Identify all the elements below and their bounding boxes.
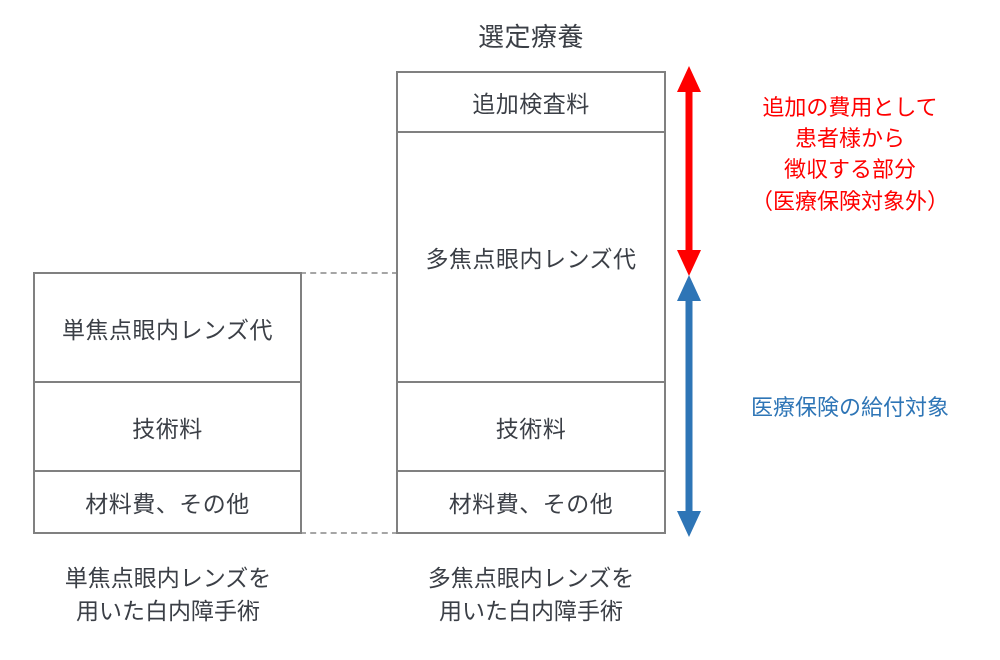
right-segment-multifocal-lens-fee: 多焦点眼内レンズ代 [398,133,664,381]
red-annotation-line-0: 追加の費用として [762,95,938,120]
red-annotation-line-3: （医療保険対象外） [750,188,949,214]
left-segment-monofocal-lens-fee: 単焦点眼内レンズ代 [35,274,300,381]
left-caption-line-1: 用いた白内障手術 [76,598,260,625]
dashed-connector-top [300,272,398,274]
dashed-connector-bottom [300,532,398,534]
right-segment-divider-2 [396,470,666,472]
left-segment-label-1: 技術料 [132,415,203,442]
left-segment-technical-fee: 技術料 [35,383,300,470]
red-annotation-text: 追加の費用として 患者様から 徴収する部分 （医療保険対象外） [718,92,982,217]
right-column-caption: 多焦点眼内レンズを 用いた白内障手術 [381,562,681,629]
right-segment-label-1: 多焦点眼内レンズ代 [425,246,637,272]
right-segment-label-2: 技術料 [495,415,567,442]
left-segment-label-0: 単焦点眼内レンズ代 [61,316,274,343]
left-segment-materials-other: 材料費、その他 [35,472,300,532]
red-range-arrow [677,66,701,276]
right-segment-materials-other: 材料費、その他 [398,472,664,532]
left-column-caption: 単焦点眼内レンズを 用いた白内障手術 [18,562,318,629]
right-segment-technical-fee: 技術料 [398,383,664,470]
left-segment-divider-1 [33,470,302,472]
right-caption-line-0: 多焦点眼内レンズを [427,565,635,591]
right-column-title: 選定療養 [477,22,584,52]
right-segment-divider-1 [396,381,666,383]
blue-range-arrow [677,275,701,537]
right-segment-label-3: 材料費、その他 [448,491,614,517]
red-annotation-line-1: 患者様から [794,126,905,152]
right-segment-additional-exam-fee: 追加検査料 [398,73,664,131]
left-segment-label-2: 材料費、その他 [85,491,250,517]
blue-annotation-text: 医療保険の給付対象 [718,392,982,423]
left-segment-divider-0 [33,381,302,383]
red-annotation-line-2: 徴収する部分 [783,157,916,183]
right-caption-line-1: 用いた白内障手術 [439,598,623,625]
blue-annotation-line-0: 医療保険の給付対象 [750,395,949,420]
right-segment-divider-0 [396,131,666,133]
right-column-bar: 追加検査料 多焦点眼内レンズ代 技術料 材料費、その他 [396,71,666,534]
left-column-bar: 単焦点眼内レンズ代 技術料 材料費、その他 [33,272,302,534]
right-segment-label-0: 追加検査料 [472,91,590,117]
left-caption-line-0: 単焦点眼内レンズを [64,565,272,591]
